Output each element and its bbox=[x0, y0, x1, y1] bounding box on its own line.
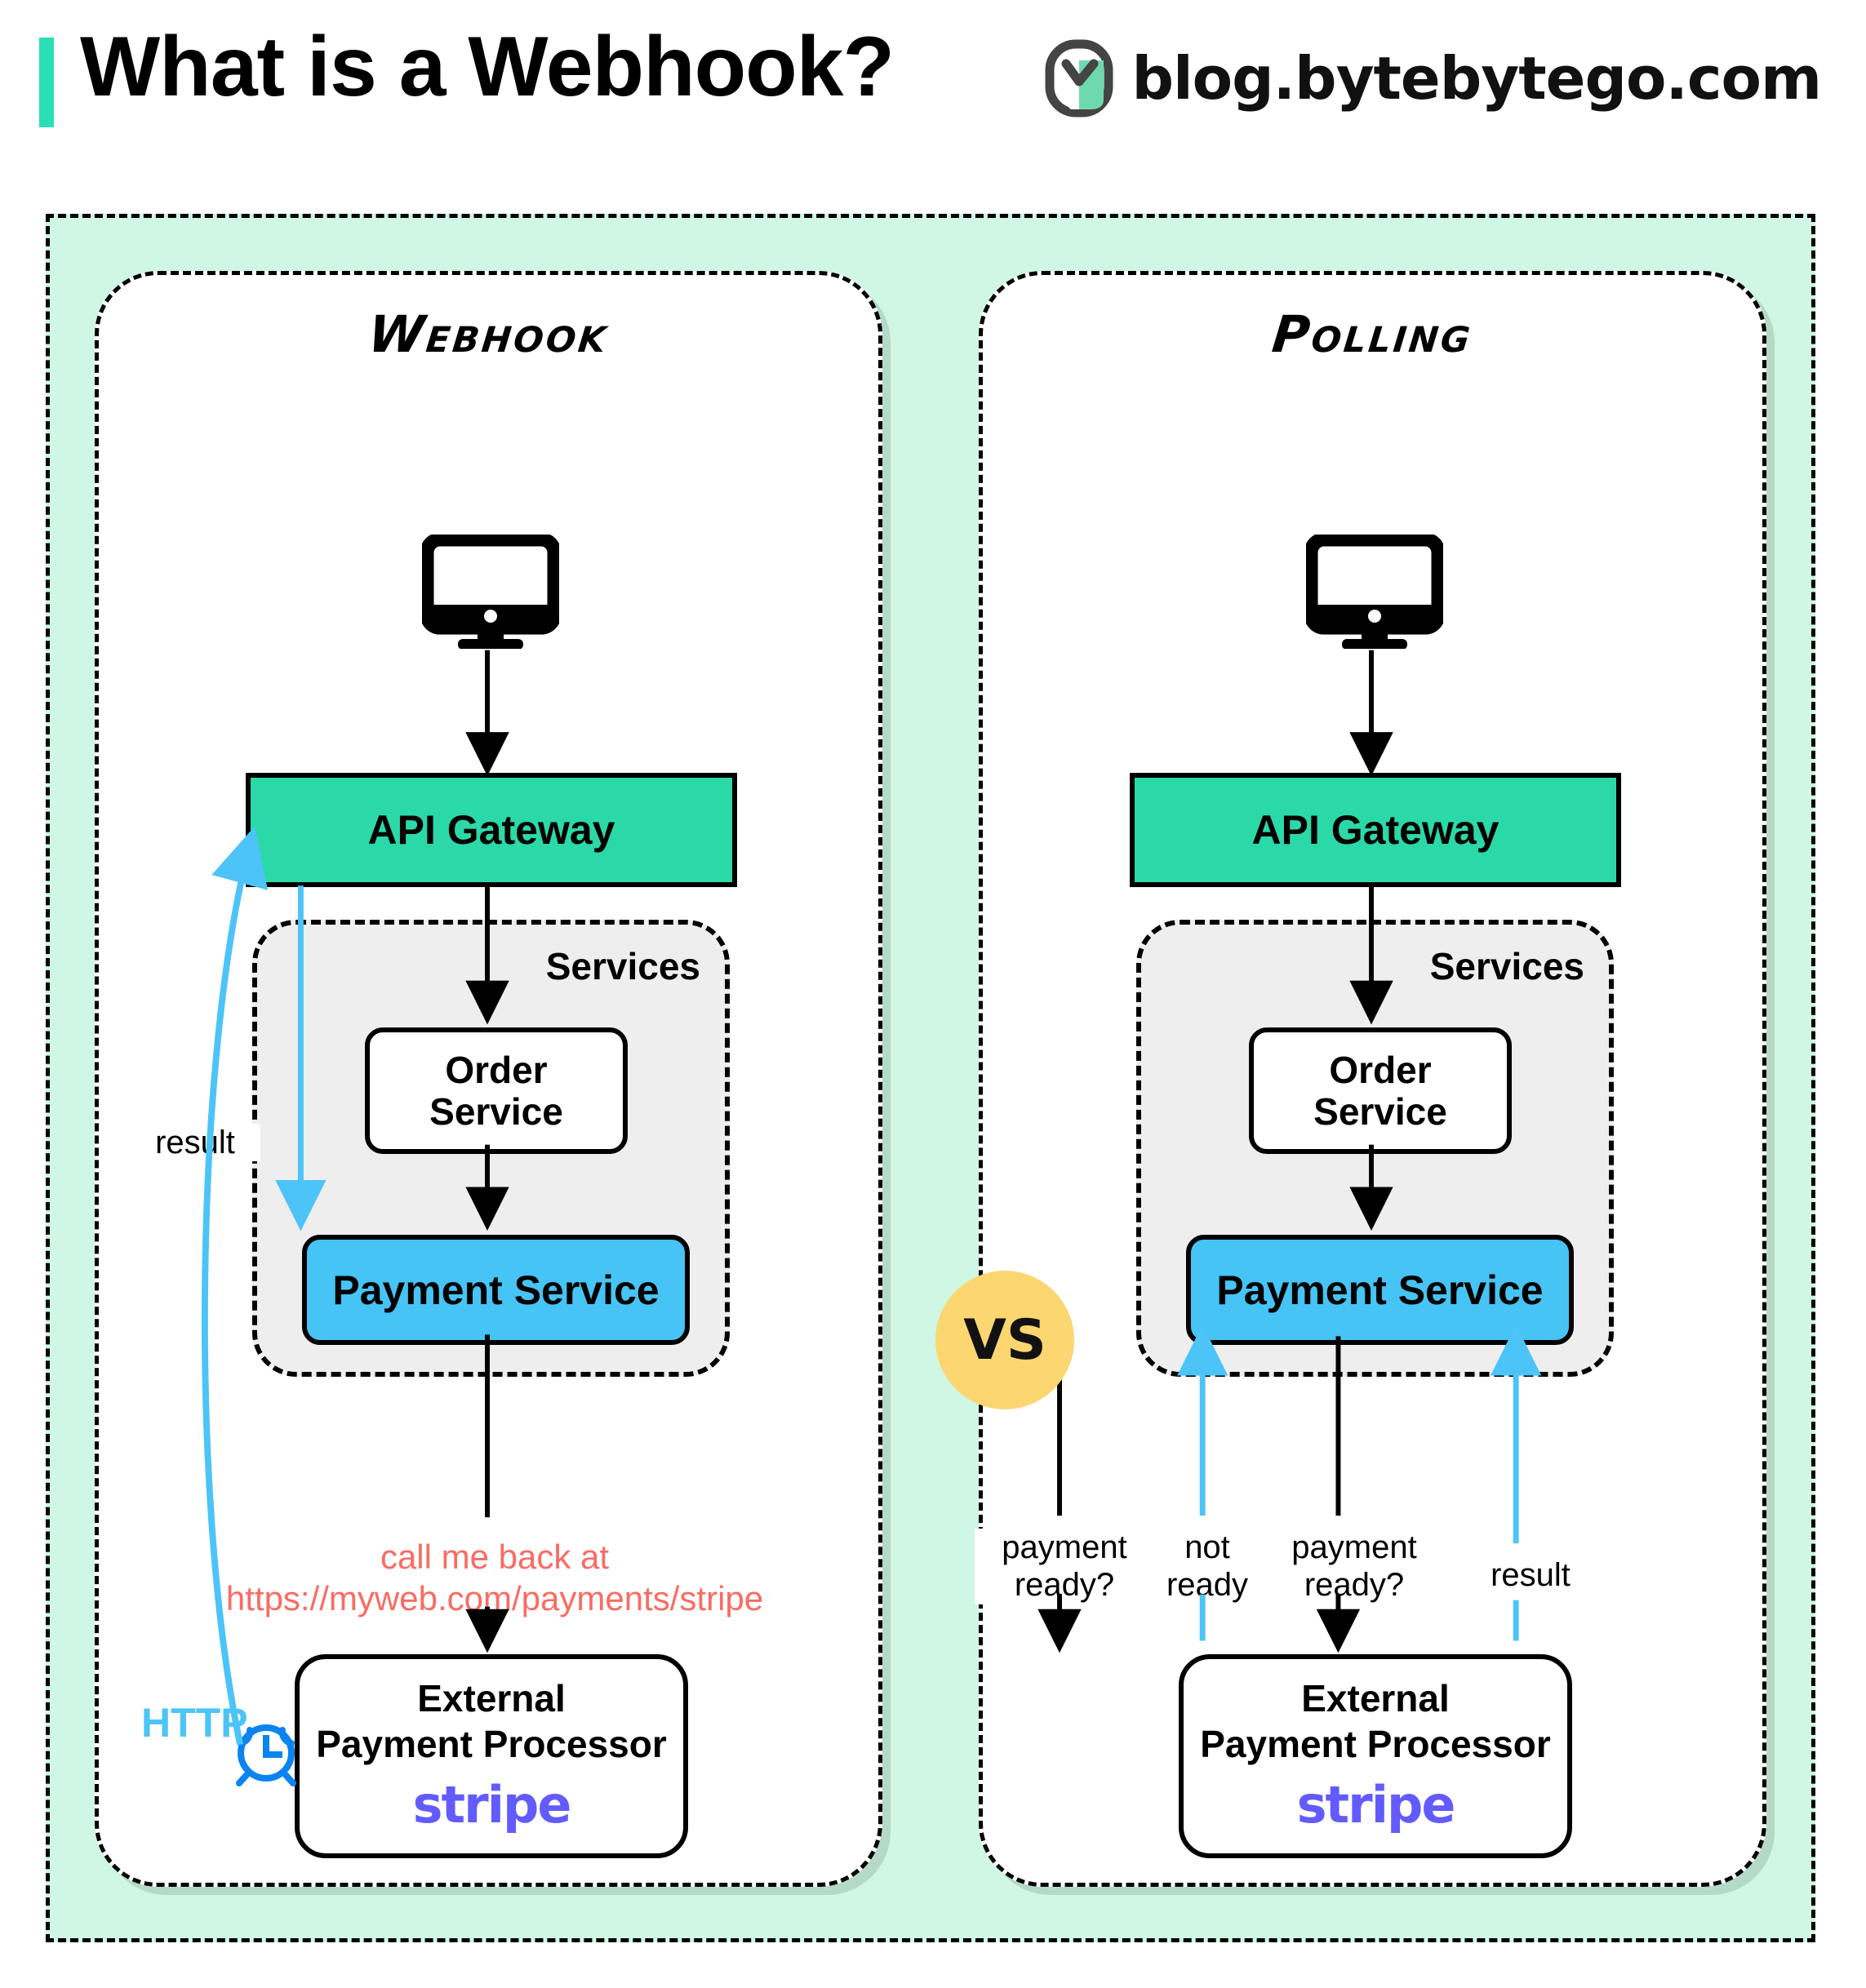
api-gateway-label: API Gateway bbox=[367, 807, 615, 853]
panel-webhook-title: Webhook bbox=[365, 304, 612, 364]
panel-polling: Polling API Gateway Services Order Servi… bbox=[975, 271, 1766, 1887]
order-service-box: Order Service bbox=[365, 1027, 628, 1154]
order-service-line2: Service bbox=[1313, 1089, 1447, 1133]
services-box-webhook: Services Order Service Payment Service bbox=[252, 920, 730, 1377]
brand-url: blog.bytebytego.com bbox=[1131, 44, 1822, 113]
vs-badge: VS bbox=[935, 1271, 1074, 1409]
api-gateway-label: API Gateway bbox=[1251, 807, 1499, 853]
comparison-container: Webhook API Gateway Services Order Servi… bbox=[46, 214, 1815, 1942]
page-title: What is a Webhook? bbox=[80, 20, 895, 114]
panel-polling-title: Polling bbox=[1269, 304, 1476, 364]
poll-label-0-line1: payment bbox=[1002, 1529, 1127, 1565]
stripe-logo: stripe bbox=[1296, 1775, 1456, 1835]
monitor-icon bbox=[1304, 532, 1446, 650]
page-header: What is a Webhook? blog.bytebytego.com bbox=[0, 0, 1866, 204]
poll-label-1: not ready bbox=[1146, 1529, 1268, 1604]
stripe-logo: stripe bbox=[412, 1775, 572, 1835]
external-processor-line1: External bbox=[1301, 1676, 1450, 1720]
poll-label-2: payment ready? bbox=[1264, 1529, 1444, 1604]
poll-label-2-line2: ready? bbox=[1304, 1567, 1405, 1604]
payment-service-box: Payment Service bbox=[1186, 1235, 1574, 1345]
monitor-icon bbox=[420, 532, 562, 650]
services-label: Services bbox=[1429, 945, 1584, 987]
services-label: Services bbox=[545, 945, 700, 987]
bytebytego-logo-icon bbox=[1045, 39, 1113, 118]
panel-webhook: Webhook API Gateway Services Order Servi… bbox=[95, 271, 882, 1887]
poll-label-1-line2: ready bbox=[1166, 1567, 1249, 1604]
payment-service-label: Payment Service bbox=[332, 1267, 660, 1313]
poll-label-1-line1: not bbox=[1184, 1529, 1230, 1565]
external-processor-line1: External bbox=[417, 1676, 566, 1720]
order-service-box: Order Service bbox=[1249, 1027, 1512, 1154]
result-label-webhook: result bbox=[130, 1124, 260, 1162]
api-gateway-box-polling: API Gateway bbox=[1130, 773, 1621, 887]
order-service-line2: Service bbox=[429, 1089, 563, 1133]
alarm-clock-icon bbox=[229, 1707, 303, 1787]
callback-line1: call me back at bbox=[380, 1538, 610, 1576]
poll-label-3: result bbox=[1461, 1556, 1600, 1595]
payment-service-box: Payment Service bbox=[302, 1235, 690, 1345]
services-box-polling: Services Order Service Payment Service bbox=[1136, 920, 1614, 1377]
external-processor-box-webhook: External Payment Processor stripe bbox=[295, 1654, 688, 1858]
api-gateway-box-webhook: API Gateway bbox=[246, 773, 737, 887]
external-processor-box-polling: External Payment Processor stripe bbox=[1179, 1654, 1572, 1858]
order-service-line1: Order bbox=[1329, 1048, 1432, 1091]
external-processor-line2: Payment Processor bbox=[316, 1722, 667, 1765]
payment-service-label: Payment Service bbox=[1216, 1267, 1544, 1313]
poll-label-0: payment ready? bbox=[975, 1529, 1154, 1604]
callback-line2: https://myweb.com/payments/stripe bbox=[225, 1579, 764, 1618]
order-service-line1: Order bbox=[445, 1048, 548, 1091]
poll-label-0-line2: ready? bbox=[1014, 1567, 1115, 1604]
callback-note: call me back at https://myweb.com/paymen… bbox=[156, 1536, 833, 1619]
brand-block: blog.bytebytego.com bbox=[1045, 39, 1822, 118]
poll-label-2-line1: payment bbox=[1291, 1529, 1417, 1565]
external-processor-line2: Payment Processor bbox=[1200, 1722, 1551, 1765]
title-accent-bar bbox=[39, 38, 54, 127]
